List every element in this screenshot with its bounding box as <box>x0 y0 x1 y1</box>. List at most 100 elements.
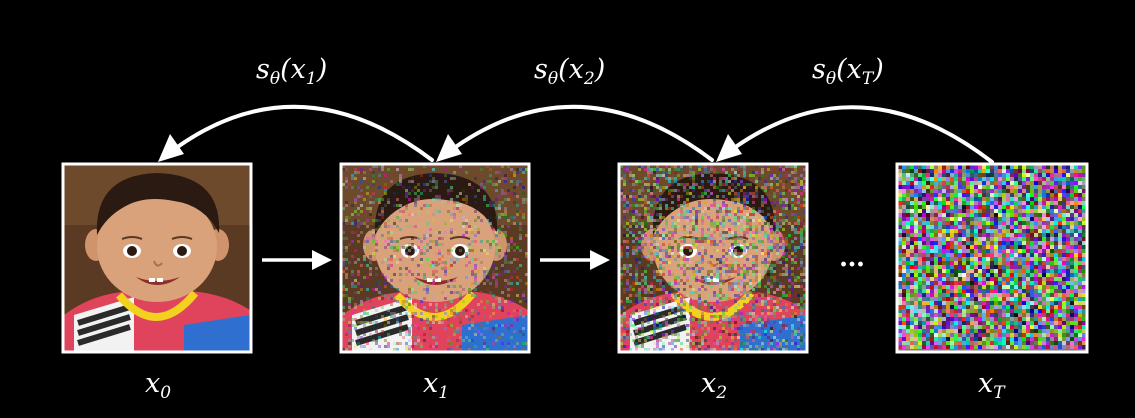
noise-pixel <box>898 201 902 205</box>
noise-pixel <box>1038 269 1042 273</box>
noise-pixel <box>510 276 513 279</box>
noise-pixel <box>668 294 671 297</box>
noise-pixel <box>1034 193 1038 197</box>
noise-pixel <box>426 321 429 324</box>
noise-pixel <box>713 264 716 267</box>
noise-pixel <box>914 309 918 313</box>
noise-pixel <box>902 305 906 309</box>
noise-pixel <box>477 270 480 273</box>
noise-pixel <box>686 246 689 249</box>
noise-pixel <box>779 234 782 237</box>
noise-pixel <box>728 345 731 348</box>
noise-pixel <box>635 309 638 312</box>
noise-pixel <box>701 276 704 279</box>
noise-pixel <box>713 306 716 309</box>
noise-pixel <box>1058 249 1062 253</box>
noise-pixel <box>1002 337 1006 341</box>
noise-pixel <box>381 168 384 171</box>
noise-pixel <box>623 315 626 318</box>
noise-pixel <box>794 327 797 330</box>
noise-pixel <box>1038 233 1042 237</box>
noise-pixel <box>1006 237 1010 241</box>
noise-pixel <box>719 207 722 210</box>
noise-pixel <box>934 205 938 209</box>
noise-pixel <box>447 252 450 255</box>
noise-pixel <box>1002 229 1006 233</box>
noise-pixel <box>722 306 725 309</box>
noise-pixel <box>522 297 525 300</box>
noise-pixel <box>1082 269 1086 273</box>
noise-pixel <box>525 198 528 201</box>
noise-pixel <box>1078 261 1082 265</box>
noise-pixel <box>1018 233 1022 237</box>
noise-pixel <box>773 306 776 309</box>
noise-pixel <box>366 240 369 243</box>
noise-pixel <box>480 186 483 189</box>
noise-pixel <box>773 309 776 312</box>
noise-pixel <box>387 279 390 282</box>
noise-pixel <box>653 294 656 297</box>
noise-pixel <box>970 285 974 289</box>
noise-pixel <box>414 213 417 216</box>
noise-pixel <box>958 317 962 321</box>
noise-pixel <box>632 288 635 291</box>
noise-pixel <box>363 246 366 249</box>
noise-pixel <box>1066 233 1070 237</box>
noise-pixel <box>962 301 966 305</box>
noise-pixel <box>659 201 662 204</box>
noise-pixel <box>906 265 910 269</box>
noise-pixel <box>767 177 770 180</box>
noise-pixel <box>734 198 737 201</box>
noise-pixel <box>1002 225 1006 229</box>
noise-pixel <box>662 300 665 303</box>
noise-pixel <box>761 195 764 198</box>
noise-pixel <box>683 213 686 216</box>
noise-pixel <box>713 225 716 228</box>
noise-pixel <box>986 177 990 181</box>
noise-pixel <box>683 225 686 228</box>
noise-pixel <box>1078 245 1082 249</box>
noise-pixel <box>1030 305 1034 309</box>
noise-pixel <box>758 222 761 225</box>
noise-pixel <box>800 312 803 315</box>
noise-pixel <box>680 216 683 219</box>
noise-pixel <box>387 231 390 234</box>
noise-pixel <box>501 165 504 168</box>
noise-pixel <box>498 231 501 234</box>
noise-pixel <box>1074 233 1078 237</box>
noise-pixel <box>1002 205 1006 209</box>
noise-pixel <box>1082 213 1086 217</box>
noise-pixel <box>978 197 982 201</box>
noise-pixel <box>978 281 982 285</box>
noise-pixel <box>776 282 779 285</box>
noise-pixel <box>930 325 934 329</box>
noise-pixel <box>408 303 411 306</box>
noise-pixel <box>641 231 644 234</box>
noise-pixel <box>686 339 689 342</box>
noise-pixel <box>749 267 752 270</box>
noise-pixel <box>926 321 930 325</box>
noise-pixel <box>1062 169 1066 173</box>
noise-pixel <box>906 201 910 205</box>
noise-pixel <box>803 198 806 201</box>
noise-pixel <box>656 324 659 327</box>
noise-pixel <box>914 209 918 213</box>
noise-pixel <box>1058 325 1062 329</box>
noise-pixel <box>354 324 357 327</box>
noise-pixel <box>635 336 638 339</box>
noise-pixel <box>629 213 632 216</box>
noise-pixel <box>644 177 647 180</box>
noise-pixel <box>719 333 722 336</box>
noise-pixel <box>710 174 713 177</box>
noise-pixel <box>474 225 477 228</box>
noise-pixel <box>429 303 432 306</box>
noise-pixel <box>970 221 974 225</box>
noise-pixel <box>680 168 683 171</box>
noise-pixel <box>800 174 803 177</box>
noise-pixel <box>447 222 450 225</box>
noise-pixel <box>692 276 695 279</box>
noise-pixel <box>906 221 910 225</box>
noise-pixel <box>767 168 770 171</box>
noise-pixel <box>966 173 970 177</box>
noise-pixel <box>782 237 785 240</box>
